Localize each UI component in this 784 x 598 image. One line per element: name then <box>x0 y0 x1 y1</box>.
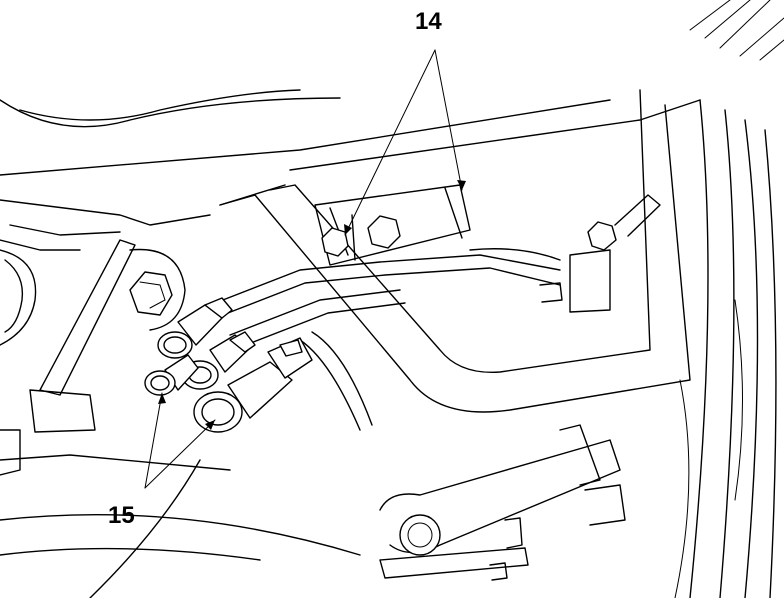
clamp-bolt-center <box>367 215 401 249</box>
callout-15: 15 <box>108 502 135 529</box>
lower-link <box>379 424 626 581</box>
quick-couplers <box>144 297 313 433</box>
left-hex-bolt <box>129 271 173 316</box>
lower-pivot-bolt <box>399 514 441 556</box>
clamp-bolt-right <box>587 221 617 251</box>
left-bracket <box>0 239 186 396</box>
right-block <box>539 249 611 313</box>
clamp-assembly <box>314 184 661 266</box>
hydraulic-hoses <box>209 248 561 431</box>
callout-14: 14 <box>415 8 442 35</box>
upper-right-hatching <box>689 0 784 61</box>
machine-body-outline <box>0 89 701 598</box>
clamp-bolt-left <box>321 227 349 257</box>
tubular-frame-bar <box>219 89 691 413</box>
leader-lines <box>144 49 466 489</box>
coupler-1 <box>157 297 233 359</box>
coupler-4 <box>193 337 313 433</box>
tire-tread <box>674 99 777 598</box>
coupler-3 <box>144 354 199 396</box>
